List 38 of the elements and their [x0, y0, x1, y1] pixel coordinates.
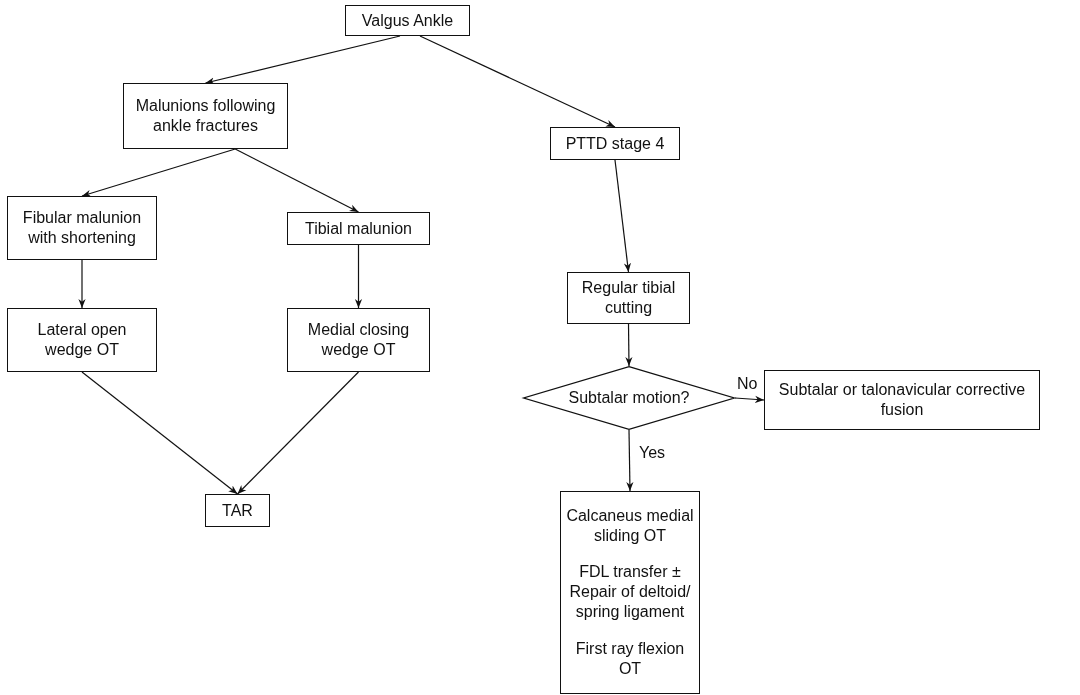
node-text: Lateral open wedge OT: [36, 320, 128, 360]
arrow: [204, 35, 401, 85]
arrow: [419, 35, 616, 128]
arrow: [234, 148, 360, 213]
node-text: Medial closing wedge OT: [306, 320, 411, 360]
node-text: Regular tibial cutting: [580, 278, 677, 318]
arrow: [625, 323, 633, 367]
arrow: [81, 371, 239, 495]
node-text: Malunions following ankle fractures: [134, 96, 277, 136]
arrow: [236, 371, 360, 495]
node-text: Tibial malunion: [305, 218, 412, 239]
arrow: [614, 159, 631, 273]
arrow: [78, 259, 86, 309]
node-text: First ray flexion OT: [574, 638, 686, 679]
process-box: [7, 196, 157, 260]
decision-diamond: [523, 366, 735, 430]
arrow: [354, 244, 363, 309]
arrow: [734, 395, 765, 403]
process-box: [123, 83, 288, 149]
process-box: [7, 308, 157, 372]
node-text: Calcaneus medial sliding OT: [565, 506, 695, 547]
process-box: [550, 127, 680, 160]
node-text: Subtalar motion?: [568, 388, 690, 408]
node-text: Fibular malunion with shortening: [21, 208, 143, 248]
process-box: [567, 272, 690, 324]
process-box: [287, 212, 430, 245]
node-text: Valgus Ankle: [361, 10, 454, 31]
node-text: Subtalar or talonavicular corrective fusion: [777, 380, 1027, 420]
node-text: TAR: [222, 500, 253, 521]
process-box: [345, 5, 470, 36]
process-box: [287, 308, 430, 372]
arrow: [626, 429, 634, 492]
process-box: [205, 494, 270, 527]
arrow: [81, 148, 236, 197]
node-text: PTTD stage 4: [565, 133, 665, 154]
process-box: [560, 491, 700, 694]
process-box: [764, 370, 1040, 430]
node-text: FDL transfer ± Repair of deltoid/ spring ligament: [568, 562, 692, 623]
